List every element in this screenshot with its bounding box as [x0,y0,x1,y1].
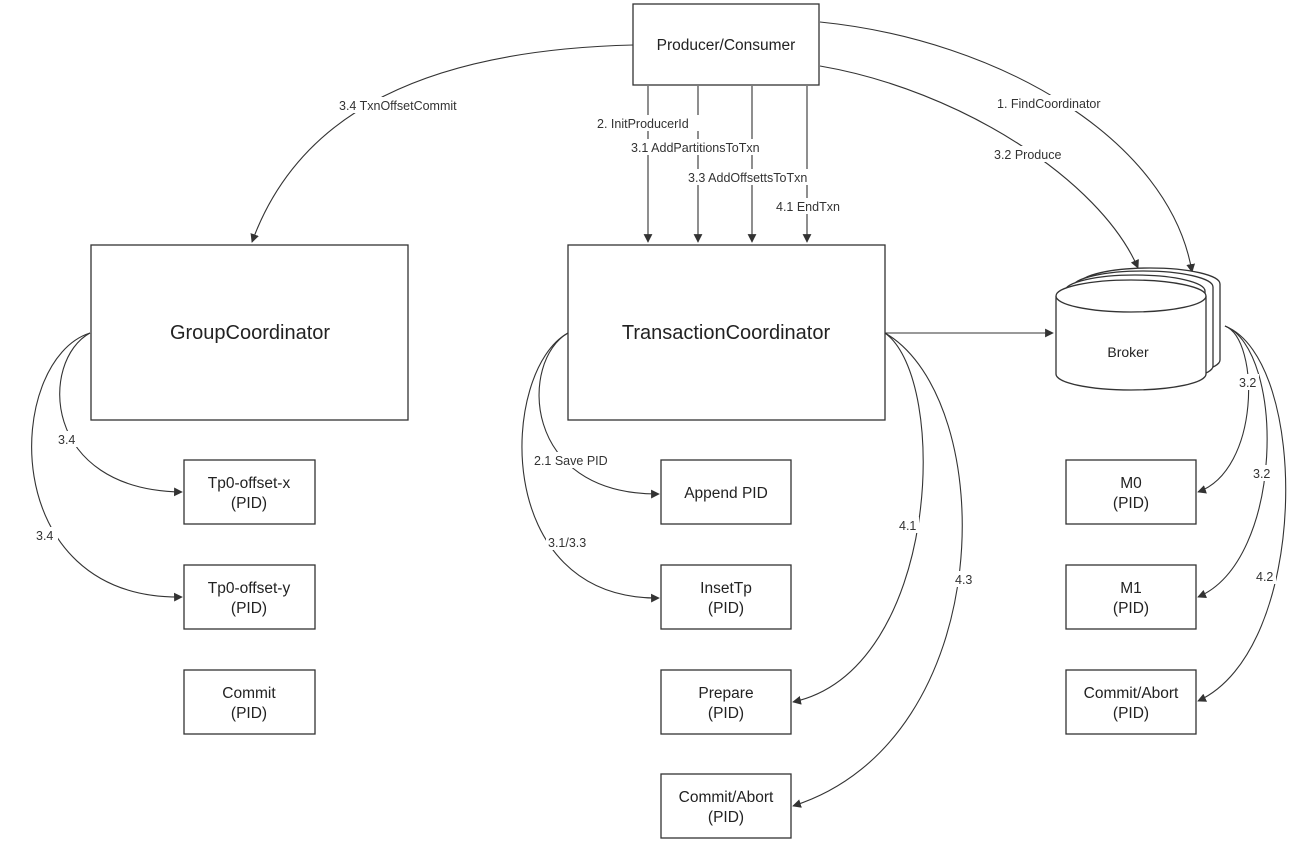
edge-tc-to-append-pid [538,332,660,499]
label-broker-to-m0: 3.2 [1239,376,1256,390]
node-producer-label: Producer/Consumer [657,37,796,54]
label-end-txn: 4.1 EndTxn [776,200,840,214]
node-inset-tp-line1: InsetTp [700,580,752,597]
edge-broker-to-m0 [1197,325,1250,494]
node-broker-label: Broker [1107,344,1149,360]
node-inset-tp-line2: (PID) [708,600,744,617]
label-add-offsets: 3.3 AddOffsettsToTxn [688,171,807,185]
node-append-pid-label: Append PID [684,485,768,502]
node-append-pid: Append PID [660,459,792,525]
edge-txn-offset-commit [250,44,634,243]
node-broker: Broker [1055,267,1221,391]
node-tp0-offset-y-line2: (PID) [231,600,267,617]
node-group-coordinator-label: GroupCoordinator [170,322,330,344]
node-tp0-offset-y: Tp0-offset-y (PID) [183,564,316,630]
node-txn-commit-abort-line1: Commit/Abort [679,789,774,806]
node-inset-tp: InsetTp (PID) [660,564,792,630]
node-m1-line2: (PID) [1113,600,1149,617]
node-m1-line1: M1 [1120,580,1142,597]
node-transaction-coordinator-label: TransactionCoordinator [622,322,831,344]
edge-broker-to-m1 [1197,325,1268,598]
node-broker-commit-abort: Commit/Abort (PID) [1065,669,1197,735]
label-gc-to-offset-x: 3.4 [58,433,75,447]
node-m0-line2: (PID) [1113,495,1149,512]
edge-tc-to-insettp [521,332,660,603]
edge-broker-to-commit-abort [1197,325,1287,702]
node-group-coordinator: GroupCoordinator [90,244,409,421]
label-to-prepare: 4.1 [899,519,916,533]
label-find-coordinator: 1. FindCoordinator [997,97,1101,111]
label-insert-tp: 3.1/3.3 [548,536,586,550]
node-m0: M0 (PID) [1065,459,1197,525]
node-broker-commit-abort-line1: Commit/Abort [1084,685,1179,702]
label-txn-offset-commit: 3.4 TxnOffsetCommit [339,99,457,113]
node-group-commit-line1: Commit [222,685,276,702]
label-gc-to-offset-y: 3.4 [36,529,53,543]
node-tp0-offset-x-line1: Tp0-offset-x [208,475,291,492]
node-prepare-line2: (PID) [708,705,744,722]
node-tp0-offset-x-line2: (PID) [231,495,267,512]
edge-labels: 1. FindCoordinator 3.2 Produce 3.4 TxnOf… [34,95,1276,587]
label-init-producer-id: 2. InitProducerId [597,117,689,131]
edge-tc-to-commit-abort [792,332,963,808]
label-broker-to-commit: 4.2 [1256,570,1273,584]
node-tp0-offset-y-line1: Tp0-offset-y [208,580,291,597]
label-to-commit-abort: 4.3 [955,573,972,587]
node-txn-commit-abort: Commit/Abort (PID) [660,773,792,839]
node-transaction-coordinator: TransactionCoordinator [567,244,886,421]
edge-produce [819,65,1139,269]
node-prepare-line1: Prepare [698,685,753,702]
node-prepare: Prepare (PID) [660,669,792,735]
node-producer-consumer: Producer/Consumer [632,3,820,86]
node-tp0-offset-x: Tp0-offset-x (PID) [183,459,316,525]
node-group-commit-line2: (PID) [231,705,267,722]
edge-gc-to-offset-y [31,332,183,602]
label-save-pid: 2.1 Save PID [534,454,608,468]
node-broker-commit-abort-line2: (PID) [1113,705,1149,722]
label-add-partitions: 3.1 AddPartitionsToTxn [631,141,760,155]
label-broker-to-m1: 3.2 [1253,467,1270,481]
node-m1: M1 (PID) [1065,564,1197,630]
node-m0-line1: M0 [1120,475,1142,492]
node-txn-commit-abort-line2: (PID) [708,809,744,826]
node-group-commit: Commit (PID) [183,669,316,735]
label-produce: 3.2 Produce [994,148,1061,162]
edge-gc-to-offset-x [59,332,183,497]
